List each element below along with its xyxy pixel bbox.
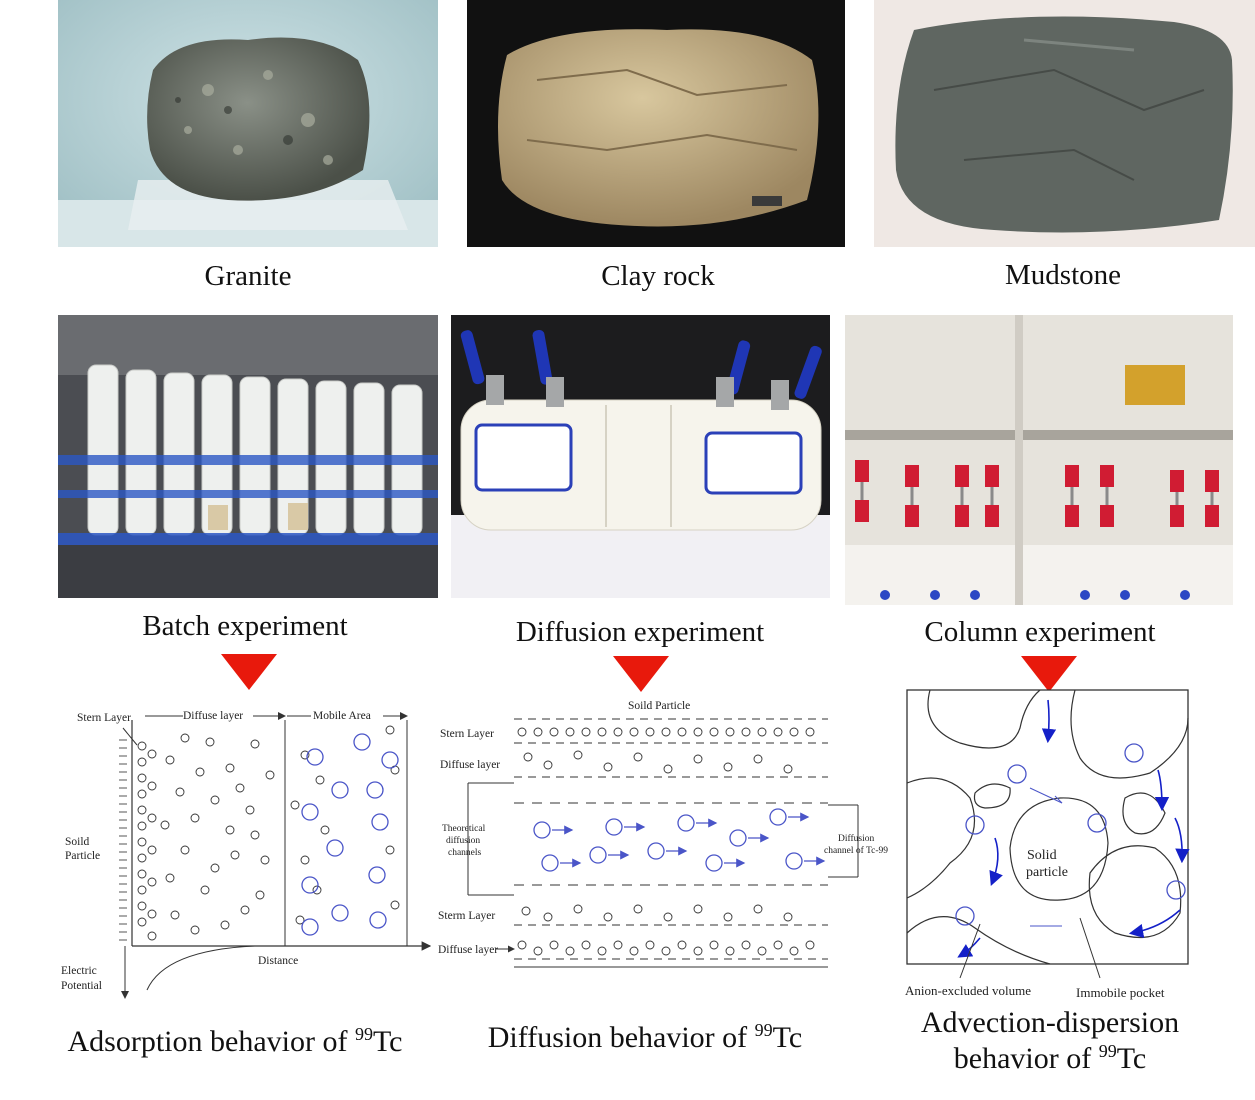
potential-label: Potential: [61, 980, 102, 992]
red-down-arrow-1: [221, 654, 277, 690]
soild-particle-label-2: Particle: [65, 850, 100, 862]
diffusion-caption-element: Tc: [772, 1021, 803, 1054]
solid-label: Solid: [1027, 848, 1057, 863]
adsorption-diagram: Stern Layer Diffuse layer Mobile Area So…: [61, 710, 432, 999]
adsorption-caption: Adsorption behavior of 99Tc: [40, 1024, 430, 1059]
advection-caption-sup: 99: [1098, 1041, 1117, 1061]
anion-excluded-label: Anion-excluded volume: [905, 983, 1031, 998]
red-down-arrow-2: [613, 656, 669, 692]
diffuse-layer-top-label: Diffuse layer: [440, 759, 500, 771]
granite-photo: [58, 0, 438, 247]
diffuse-layer-bottom-label: Diffuse layer: [438, 944, 498, 956]
advection-caption-line2: behavior of 99Tc: [880, 1041, 1220, 1076]
soild-particle-label-1: Soild: [65, 836, 90, 848]
stern-layer-top-label: Stern Layer: [440, 728, 494, 740]
column-experiment-photo: [845, 315, 1233, 605]
red-down-arrow-3: [1021, 656, 1077, 692]
diffusion-caption-prefix: Diffusion behavior of: [487, 1021, 755, 1054]
advection-diagram: Solid particle Anion-excluded volume Imm…: [905, 689, 1190, 1000]
mobile-area-label: Mobile Area: [313, 710, 371, 722]
advection-caption-element: Tc: [1116, 1042, 1147, 1075]
column-experiment-caption: Column experiment: [924, 616, 1156, 648]
channels-label: channels: [448, 848, 482, 858]
granite-caption: Granite: [204, 260, 292, 292]
diffusion-experiment-caption: Diffusion experiment: [515, 616, 765, 648]
electric-label: Electric: [61, 965, 97, 977]
diffusion-experiment-photo: [451, 315, 830, 598]
mudstone-photo: [874, 0, 1255, 247]
clay-rock-caption: Clay rock: [601, 260, 715, 292]
immobile-pocket-label: Immobile pocket: [1076, 985, 1165, 1000]
diffusion-diagram: Soild Particle Stern Layer Diffuse layer…: [438, 700, 888, 968]
clay-rock-photo: [467, 0, 845, 247]
theoretical-label: Theoretical: [442, 824, 486, 834]
adsorption-caption-element: Tc: [372, 1025, 403, 1058]
advection-caption-prefix: behavior of: [953, 1042, 1099, 1075]
stern-layer-label: Stern Layer: [77, 712, 131, 724]
batch-experiment-caption: Batch experiment: [142, 610, 348, 642]
diffusion-channel-label-2: channel of Tc-99: [824, 845, 888, 856]
batch-experiment-photo: [58, 315, 438, 598]
adsorption-caption-prefix: Adsorption behavior of: [67, 1025, 355, 1058]
adsorption-caption-sup: 99: [354, 1024, 373, 1044]
advection-caption-line1: Advection-dispersion: [920, 1006, 1180, 1039]
diffusion-caption: Diffusion behavior of 99Tc: [450, 1020, 840, 1055]
distance-label: Distance: [258, 955, 298, 967]
diffusion-channel-label-1: Diffusion: [838, 833, 874, 844]
diffusion-word-label: diffusion: [446, 835, 480, 846]
soild-particle-top-label: Soild Particle: [628, 700, 690, 712]
diffuse-layer-label: Diffuse layer: [183, 710, 243, 722]
diffusion-caption-sup: 99: [754, 1020, 773, 1040]
stern-layer-bottom-label: Sterm Layer: [438, 910, 495, 922]
mudstone-caption: Mudstone: [1005, 259, 1121, 291]
solid-particle-label: particle: [1026, 865, 1068, 880]
